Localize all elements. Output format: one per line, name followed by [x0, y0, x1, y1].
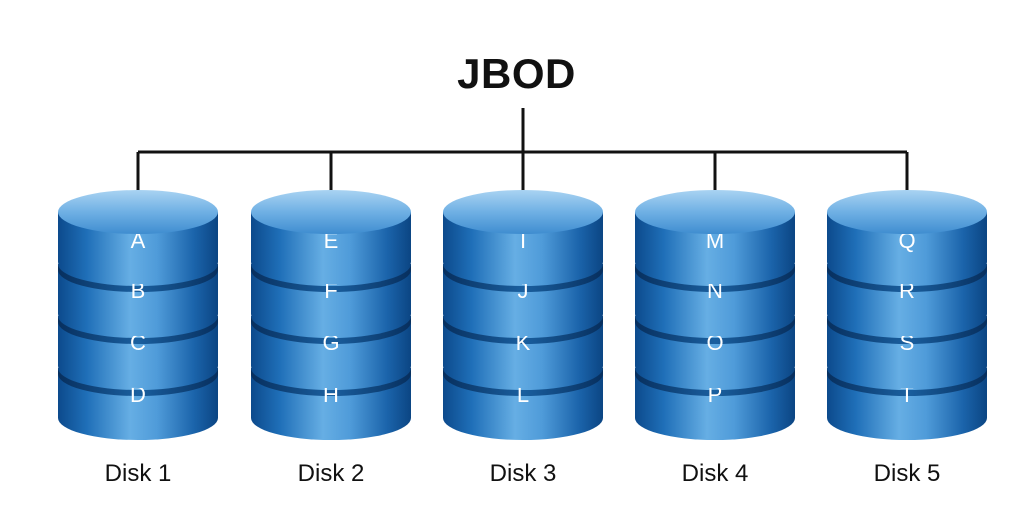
disk-block — [251, 368, 411, 440]
disk-label: Disk 1 — [104, 460, 172, 487]
disk-seam — [635, 316, 795, 344]
block-label: N — [707, 278, 723, 303]
disk-seam — [251, 264, 411, 292]
disk-seam — [251, 316, 411, 344]
disk-label: Disk 5 — [873, 460, 941, 487]
block-label: T — [900, 382, 913, 407]
disk-seam — [58, 316, 218, 344]
block-label: F — [324, 278, 337, 303]
disk-stack: D C BA — [58, 190, 218, 440]
block-label: A — [131, 228, 146, 253]
block-label: R — [899, 278, 915, 303]
disk-block — [58, 264, 218, 336]
disk-seam — [827, 368, 987, 396]
disk-seam — [635, 264, 795, 292]
disk-seam — [443, 316, 603, 344]
disk-seam — [827, 264, 987, 292]
disk-stack: H G FE — [251, 190, 411, 440]
disk-block — [443, 264, 603, 336]
disk-block — [58, 316, 218, 388]
disk-block — [443, 368, 603, 440]
disk-block — [251, 264, 411, 336]
disk-top — [443, 190, 603, 234]
disk-block — [827, 368, 987, 440]
disk-top — [58, 190, 218, 234]
block-label: P — [708, 382, 723, 407]
block-label: B — [131, 278, 146, 303]
disk-block — [827, 316, 987, 388]
block-label: M — [706, 228, 724, 253]
disk-block — [443, 316, 603, 388]
disk-top — [827, 190, 987, 234]
block-label: C — [130, 330, 146, 355]
disk-label: Disk 2 — [297, 460, 365, 487]
disk-top — [251, 190, 411, 234]
block-label: H — [323, 382, 339, 407]
block-label: K — [516, 330, 531, 355]
diagram-title: JBOD — [457, 50, 576, 97]
block-label: I — [520, 228, 526, 253]
disk-block — [251, 316, 411, 388]
block-label: E — [324, 228, 339, 253]
disk-stacks: D C BA H G FE L K JI P O NM T S RQ — [58, 190, 987, 440]
disk-block — [58, 368, 218, 440]
disk-seam — [443, 264, 603, 292]
disk-block — [827, 264, 987, 336]
block-label: G — [322, 330, 339, 355]
disk-label: Disk 3 — [489, 460, 557, 487]
disk-block — [635, 368, 795, 440]
disk-top — [635, 190, 795, 234]
block-label: Q — [898, 228, 915, 253]
disk-seam — [251, 368, 411, 396]
disk-block — [635, 316, 795, 388]
disk-seam — [443, 368, 603, 396]
disk-seam — [635, 368, 795, 396]
disk-seam — [58, 264, 218, 292]
disk-seam — [58, 368, 218, 396]
block-label: L — [517, 382, 529, 407]
disk-stack: L K JI — [443, 190, 603, 440]
disk-block — [635, 264, 795, 336]
disk-stack: T S RQ — [827, 190, 987, 440]
disk-label: Disk 4 — [681, 460, 749, 487]
block-label: D — [130, 382, 146, 407]
block-label: S — [900, 330, 915, 355]
disk-stack: P O NM — [635, 190, 795, 440]
disk-seam — [827, 316, 987, 344]
block-label: J — [518, 278, 529, 303]
block-label: O — [706, 330, 723, 355]
